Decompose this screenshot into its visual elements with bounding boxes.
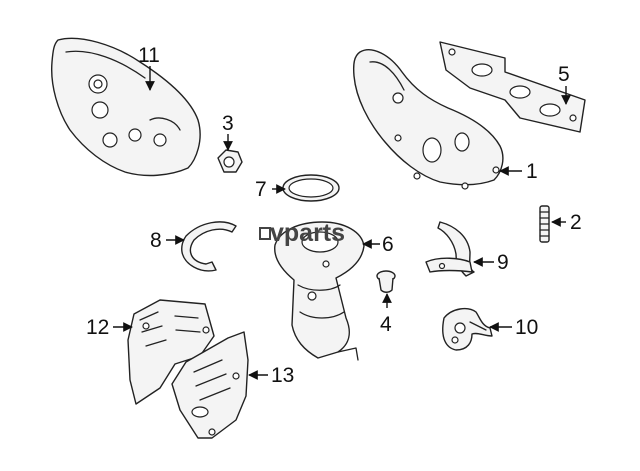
part-9-bracket bbox=[425, 221, 475, 277]
part-7-gasket-ring bbox=[282, 174, 340, 202]
callout-9: 9 bbox=[473, 251, 509, 274]
callout-13: 13 bbox=[248, 364, 294, 387]
callout-label-3: 3 bbox=[222, 112, 234, 135]
part-1-exhaust-manifold bbox=[352, 49, 504, 190]
callout-6: 6 bbox=[362, 233, 394, 256]
part-6-catalytic-converter bbox=[274, 221, 365, 361]
callout-7: 7 bbox=[255, 178, 286, 201]
callout-12: 12 bbox=[86, 316, 133, 339]
callout-label-13: 13 bbox=[271, 364, 294, 387]
part-10-bracket bbox=[442, 307, 493, 351]
part-12-heat-shield-lower bbox=[127, 299, 215, 405]
callout-8: 8 bbox=[150, 229, 185, 252]
part-2-stud bbox=[539, 205, 550, 243]
part-13-heat-shield-lower bbox=[171, 331, 249, 439]
callout-label-10: 10 bbox=[515, 316, 538, 339]
watermark-text: vparts bbox=[270, 219, 345, 247]
callout-label-4: 4 bbox=[380, 313, 392, 336]
callout-label-11: 11 bbox=[138, 44, 160, 67]
callout-3: 3 bbox=[222, 112, 234, 151]
callout-2: 2 bbox=[551, 211, 582, 234]
callout-label-5: 5 bbox=[558, 63, 570, 86]
callout-label-2: 2 bbox=[570, 211, 582, 234]
callout-label-12: 12 bbox=[86, 316, 109, 339]
part-3-nut bbox=[217, 149, 243, 173]
callout-label-8: 8 bbox=[150, 229, 162, 252]
callout-1: 1 bbox=[499, 160, 538, 183]
callout-label-9: 9 bbox=[497, 251, 509, 274]
part-8-bracket bbox=[181, 221, 237, 272]
callout-label-7: 7 bbox=[255, 178, 267, 201]
callout-11: 11 bbox=[138, 44, 160, 91]
part-11-heat-shield-upper bbox=[50, 37, 201, 177]
callout-10: 10 bbox=[489, 316, 538, 339]
callout-label-1: 1 bbox=[526, 160, 538, 183]
callout-4: 4 bbox=[380, 293, 392, 336]
watermark-logo: vparts bbox=[259, 219, 345, 247]
callout-label-6: 6 bbox=[382, 233, 394, 256]
part-5-manifold-gasket bbox=[439, 41, 586, 133]
part-4-grommet bbox=[376, 270, 396, 293]
callout-5: 5 bbox=[558, 63, 571, 105]
